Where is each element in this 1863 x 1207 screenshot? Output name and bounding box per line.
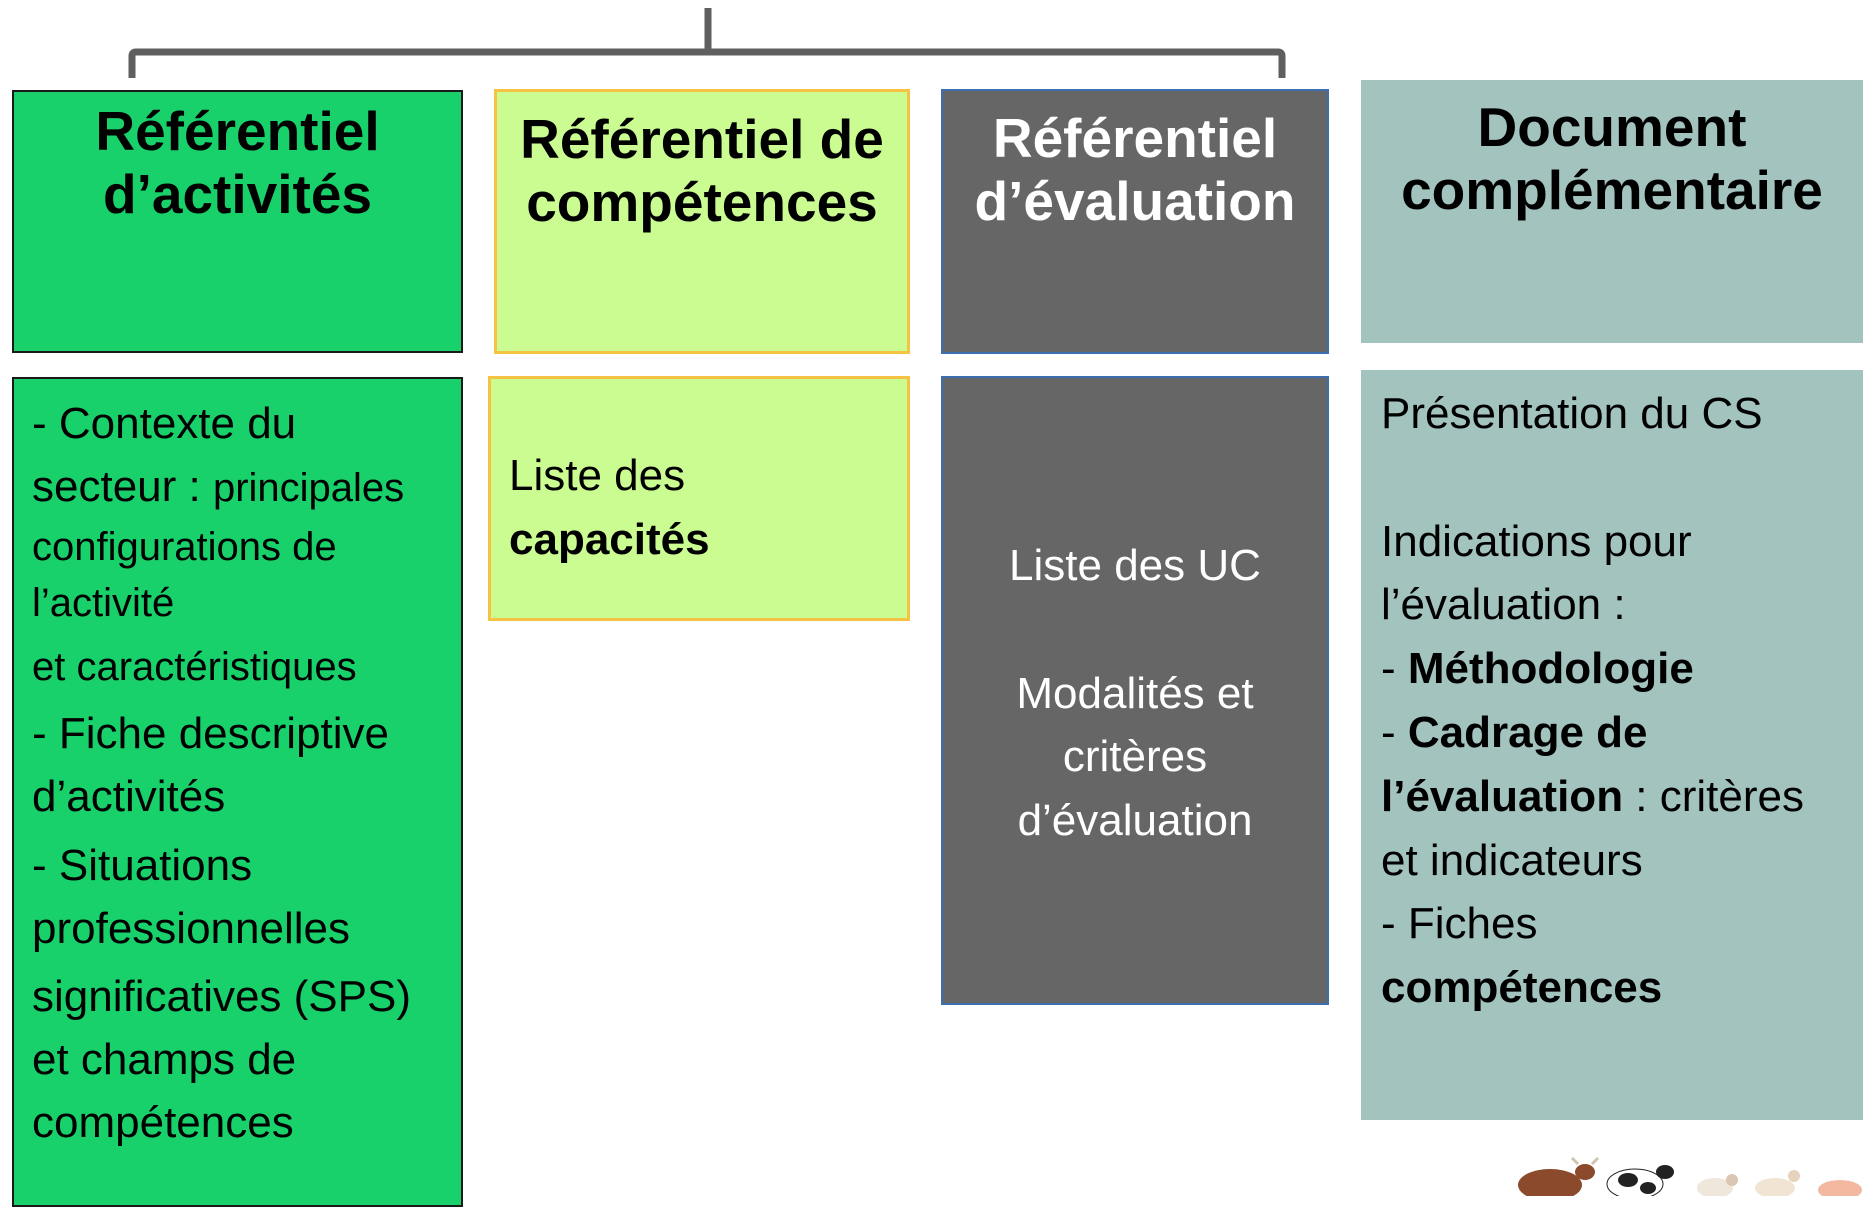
activites-line: - Fiche descriptive bbox=[32, 708, 390, 758]
document-line: l’évaluation : bbox=[1381, 580, 1626, 630]
evaluation-line: critères bbox=[1062, 732, 1208, 782]
activites-line: - Contexte du bbox=[32, 399, 297, 448]
header-competences-line2: compétences bbox=[526, 171, 878, 234]
activites-line: compétences bbox=[32, 1098, 294, 1148]
sheep-icon bbox=[1697, 1174, 1738, 1196]
header-referentiel-evaluation: Référentiel d’évaluation bbox=[941, 89, 1329, 354]
document-line: - Cadrage de bbox=[1381, 707, 1648, 757]
evaluation-line: d’évaluation bbox=[1017, 796, 1253, 846]
document-spacer bbox=[1381, 446, 1863, 510]
activites-line: professionnelles bbox=[32, 903, 350, 953]
bracket-connector bbox=[128, 8, 1286, 78]
header-competences-line1: Référentiel de bbox=[520, 108, 884, 170]
document-line: Présentation du CS bbox=[1381, 389, 1763, 438]
document-content-box: Présentation du CS Indications pour l’év… bbox=[1361, 370, 1863, 1120]
cow-icon bbox=[1606, 1165, 1674, 1196]
header-activites-line2: d’activités bbox=[102, 163, 372, 226]
evaluation-content-box: Liste des UC Modalités et critères d’éva… bbox=[941, 376, 1329, 1005]
activites-line: configurations de bbox=[32, 524, 337, 569]
header-document-complementaire: Document complémentaire bbox=[1361, 80, 1863, 343]
competences-line: capacités bbox=[509, 514, 710, 564]
bull-icon bbox=[1518, 1156, 1600, 1196]
pig-icon bbox=[1818, 1180, 1862, 1196]
activites-line: - Situations bbox=[32, 840, 253, 890]
activites-line: et caractéristiques bbox=[32, 644, 357, 689]
header-referentiel-competences: Référentiel de compétences bbox=[494, 89, 910, 354]
competences-line: Liste des bbox=[509, 451, 686, 500]
document-line: Indications pour bbox=[1381, 516, 1692, 566]
goat-icon bbox=[1755, 1170, 1800, 1196]
document-line: l’évaluation : critères bbox=[1381, 771, 1804, 821]
evaluation-spacer bbox=[943, 598, 1327, 662]
document-line: compétences bbox=[1381, 963, 1663, 1013]
header-document-line2: complémentaire bbox=[1401, 159, 1823, 222]
evaluation-line: Liste des UC bbox=[1009, 541, 1261, 590]
farm-animals-decoration bbox=[1518, 1156, 1862, 1196]
document-line: - Fiches bbox=[1381, 899, 1538, 949]
document-line: et indicateurs bbox=[1381, 835, 1643, 885]
activites-line: et champs de bbox=[32, 1035, 297, 1085]
activites-line: l’activité bbox=[32, 580, 175, 625]
header-evaluation-line2: d’évaluation bbox=[974, 170, 1296, 233]
competences-content-box: Liste des capacités bbox=[488, 376, 910, 621]
activites-line: significatives (SPS) bbox=[32, 972, 412, 1022]
header-referentiel-activites: Référentiel d’activités bbox=[12, 90, 463, 353]
activites-line: secteur : principales bbox=[32, 461, 405, 511]
activites-content-box: - Contexte du secteur : principales conf… bbox=[12, 377, 463, 1207]
document-line: - Méthodologie bbox=[1381, 644, 1694, 694]
header-document-line1: Document bbox=[1477, 96, 1747, 158]
header-evaluation-line1: Référentiel bbox=[992, 107, 1278, 169]
activites-line: d’activités bbox=[32, 771, 226, 821]
evaluation-line: Modalités et bbox=[1016, 668, 1254, 718]
header-activites-line1: Référentiel bbox=[95, 100, 380, 162]
